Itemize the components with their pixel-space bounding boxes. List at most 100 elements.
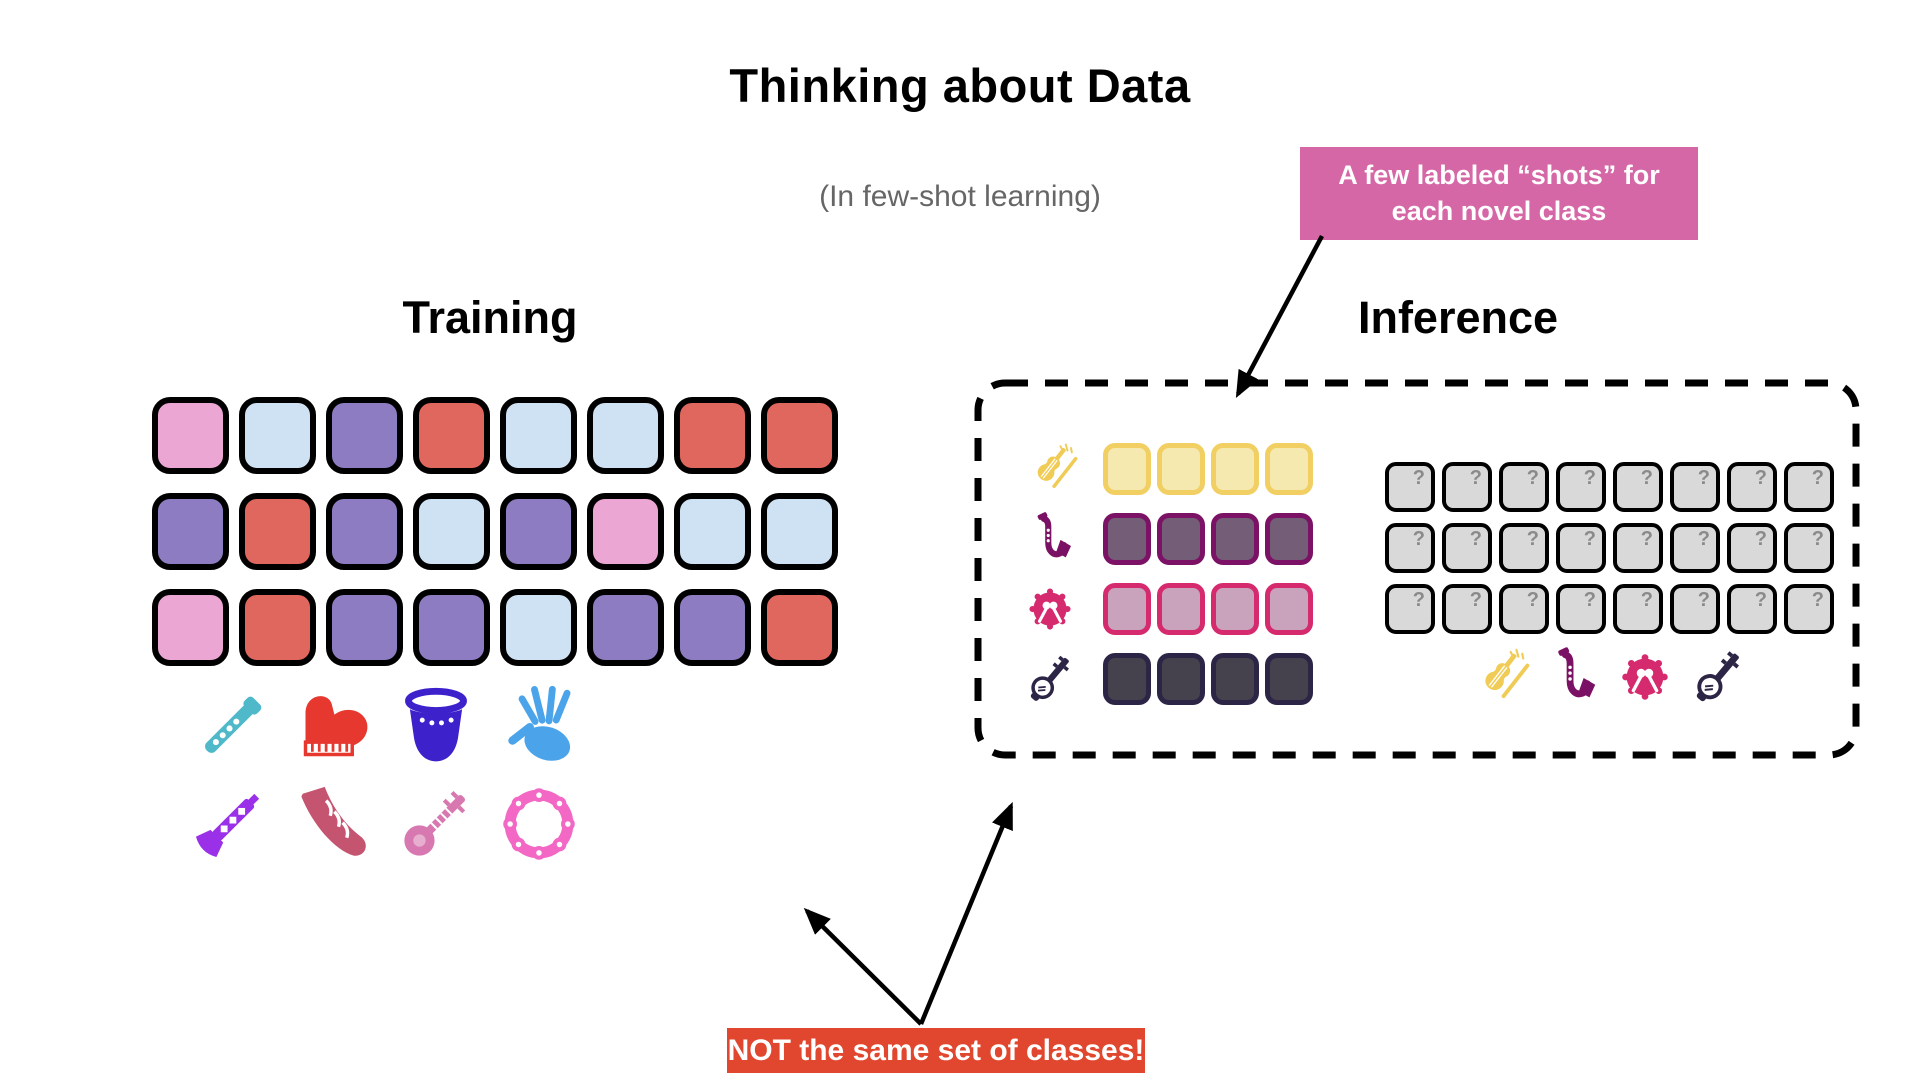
novel-class-icons [1468, 646, 1749, 708]
question-mark: ? [1526, 467, 1539, 489]
query-square: ? [1613, 523, 1663, 573]
query-square: ? [1613, 584, 1663, 634]
question-mark: ? [1754, 528, 1767, 550]
question-mark: ? [1412, 589, 1425, 611]
recorder-icon [186, 683, 274, 771]
question-mark: ? [1697, 589, 1710, 611]
shot-square [1157, 443, 1205, 495]
base-class-cell [384, 775, 487, 872]
support-set-rows [1022, 441, 1313, 721]
question-mark: ? [1640, 467, 1653, 489]
query-square: ? [1385, 523, 1435, 573]
question-mark: ? [1811, 528, 1824, 550]
saxophone-icon [1022, 511, 1078, 567]
question-mark: ? [1469, 467, 1482, 489]
shots-callout-line2: each novel class [1391, 196, 1607, 227]
tambourine-icon [495, 780, 583, 868]
training-sample-square [674, 493, 751, 570]
shot-squares [1103, 653, 1313, 705]
shot-square [1157, 583, 1205, 635]
shot-square [1211, 443, 1259, 495]
shot-squares [1103, 513, 1313, 565]
question-mark: ? [1583, 528, 1596, 550]
query-square: ? [1727, 584, 1777, 634]
question-mark: ? [1754, 467, 1767, 489]
question-mark: ? [1640, 528, 1653, 550]
base-class-cell [178, 678, 281, 775]
support-row [1022, 651, 1313, 707]
shot-square [1103, 513, 1151, 565]
shots-callout-line1: A few labeled “shots” for [1338, 160, 1660, 190]
violin-icon [1022, 441, 1078, 497]
shot-square [1103, 443, 1151, 495]
shot-square [1103, 583, 1151, 635]
query-square: ? [1499, 462, 1549, 512]
support-row [1022, 511, 1313, 567]
base-class-cell [487, 678, 590, 775]
training-sample-square [239, 397, 316, 474]
shot-square [1103, 653, 1151, 705]
question-mark: ? [1469, 528, 1482, 550]
clarinet-icon [186, 780, 274, 868]
query-square: ? [1385, 584, 1435, 634]
question-mark: ? [1469, 589, 1482, 611]
shot-square [1211, 583, 1259, 635]
query-square: ? [1556, 462, 1606, 512]
training-sample-square [326, 397, 403, 474]
question-mark: ? [1412, 467, 1425, 489]
training-sample-square [674, 589, 751, 666]
training-sample-square [761, 589, 838, 666]
query-square: ? [1670, 584, 1720, 634]
training-sample-square [326, 589, 403, 666]
query-grid: ???????????????????????? [1385, 462, 1834, 634]
query-square: ? [1670, 523, 1720, 573]
base-class-cell [281, 678, 384, 775]
shot-square [1265, 583, 1313, 635]
training-sample-square [413, 493, 490, 570]
query-square: ? [1784, 523, 1834, 573]
query-square: ? [1556, 523, 1606, 573]
trombone-icon [289, 780, 377, 868]
question-mark: ? [1412, 528, 1425, 550]
training-sample-square [239, 493, 316, 570]
shot-square [1265, 443, 1313, 495]
query-square: ? [1442, 462, 1492, 512]
arrow-classes-to-inference [918, 801, 1014, 1025]
arrow-classes-to-training [803, 907, 923, 1026]
saxophone-icon [1541, 646, 1603, 708]
violin-icon [1468, 646, 1530, 708]
question-mark: ? [1811, 589, 1824, 611]
shot-square [1265, 653, 1313, 705]
training-sample-square [152, 589, 229, 666]
page-subtitle: (In few-shot learning) [819, 180, 1101, 213]
shot-square [1265, 513, 1313, 565]
training-sample-square [152, 493, 229, 570]
question-mark: ? [1526, 589, 1539, 611]
training-sample-square [761, 493, 838, 570]
query-square: ? [1670, 462, 1720, 512]
training-sample-square [500, 397, 577, 474]
shot-squares [1103, 443, 1313, 495]
inference-heading: Inference [1357, 292, 1559, 343]
training-sample-square [587, 589, 664, 666]
query-square: ? [1385, 462, 1435, 512]
support-row [1022, 581, 1313, 637]
support-row [1022, 441, 1313, 497]
query-square: ? [1442, 523, 1492, 573]
training-sample-square [500, 493, 577, 570]
query-square: ? [1442, 584, 1492, 634]
training-sample-square [152, 397, 229, 474]
shots-callout: A few labeled “shots” for each novel cla… [1300, 147, 1698, 240]
banjo-icon [1022, 651, 1078, 707]
training-sample-square [587, 397, 664, 474]
question-mark: ? [1754, 589, 1767, 611]
query-square: ? [1784, 462, 1834, 512]
training-instruments [178, 678, 598, 872]
query-square: ? [1784, 584, 1834, 634]
base-class-cell [384, 678, 487, 775]
bagpipes-icon [495, 683, 583, 771]
training-sample-square [239, 589, 316, 666]
shot-square [1211, 513, 1259, 565]
question-mark: ? [1583, 589, 1596, 611]
query-square: ? [1613, 462, 1663, 512]
